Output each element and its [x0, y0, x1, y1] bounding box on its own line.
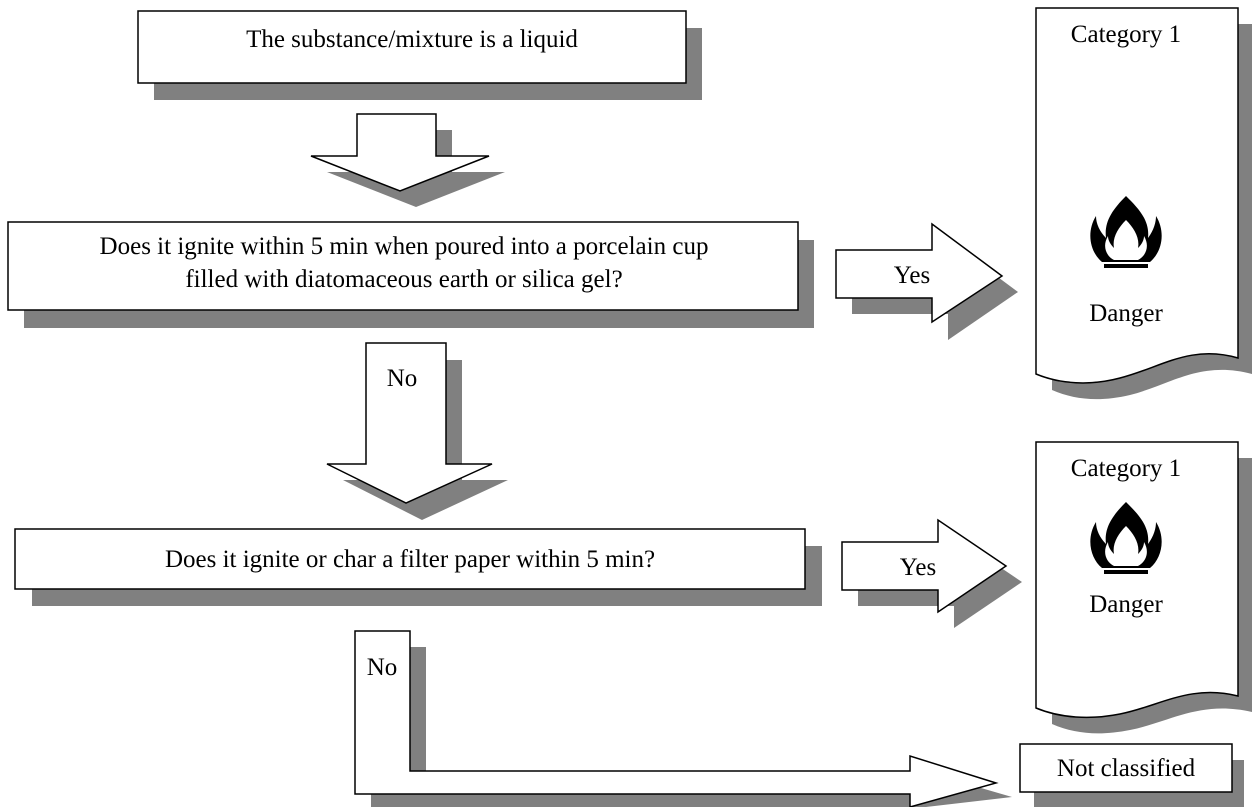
yes-label-2: Yes	[900, 554, 936, 581]
question-1-line-1: Does it ignite within 5 min when poured …	[100, 233, 709, 260]
start-box: The substance/mixture is a liquid	[137, 10, 702, 100]
no-label-2: No	[367, 654, 398, 681]
down-arrow-1	[310, 113, 505, 207]
result-2-category: Category 1	[1071, 455, 1181, 482]
question-2-label: Does it ignite or char a filter paper wi…	[165, 546, 655, 573]
yes-arrow-1: Yes	[835, 222, 1018, 340]
result-1-document: Category 1 Danger	[1035, 7, 1252, 400]
down-arrow-no-1: No	[326, 342, 508, 520]
result-1-signal-word: Danger	[1089, 300, 1163, 327]
start-box-label: The substance/mixture is a liquid	[246, 26, 578, 53]
result-2-document: Category 1 Danger	[1035, 441, 1252, 734]
yes-arrow-2: Yes	[841, 518, 1022, 628]
question-1-box: Does it ignite within 5 min when poured …	[7, 221, 814, 328]
not-classified-label: Not classified	[1057, 755, 1196, 782]
question-2-box: Does it ignite or char a filter paper wi…	[14, 528, 822, 606]
result-1-category: Category 1	[1071, 21, 1181, 48]
no-label-1: No	[387, 365, 418, 392]
l-arrow-no-2: No	[354, 630, 1012, 807]
yes-label-1: Yes	[894, 262, 930, 289]
question-1-line-2: filled with diatomaceous earth or silica…	[185, 266, 622, 293]
result-2-signal-word: Danger	[1089, 591, 1163, 618]
not-classified-box: Not classified	[1019, 743, 1244, 807]
